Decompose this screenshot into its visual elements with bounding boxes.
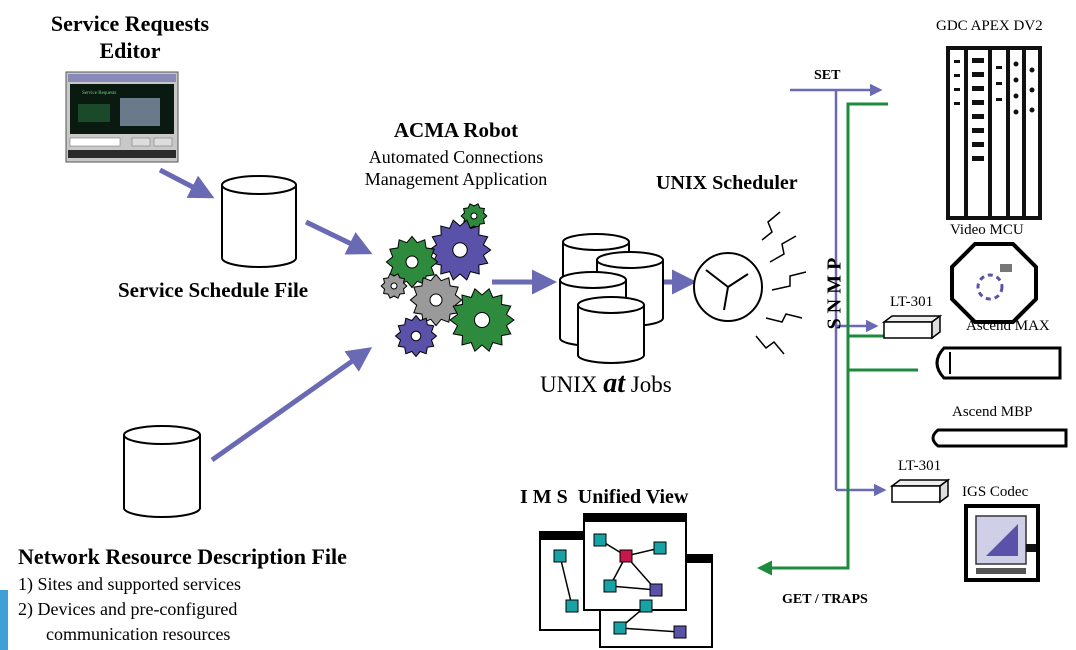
unix-scheduler-label: UNIX Scheduler: [656, 172, 798, 194]
unix-jobs-post: Jobs: [625, 372, 672, 397]
snmp-label: S N M P: [823, 257, 846, 330]
ascend-mbp-unit: [931, 428, 1068, 448]
svg-text:Service Requests: Service Requests: [82, 91, 116, 96]
acma-gears: [380, 203, 515, 358]
unix-scheduler-clock: [693, 211, 807, 355]
ims-unified-view-windows: [539, 513, 713, 648]
service-requests-title: Service Requests Editor: [20, 10, 240, 64]
gear-purple-bottom-hub: [410, 330, 422, 342]
igs-codec-unit: [964, 504, 1040, 582]
unix-jobs-at: at: [603, 368, 626, 399]
service-requests-title-line1: Service Requests: [50, 11, 210, 36]
network-resource-item2-line2: communication resources: [46, 624, 231, 644]
video-mcu-label: Video MCU: [950, 222, 1024, 238]
acma-title: ACMA Robot: [393, 118, 519, 142]
video-mcu-octagon: [950, 242, 1038, 324]
gear-gray-small-hub: [390, 282, 398, 290]
unix-jobs-label: UNIX at Jobs: [540, 368, 672, 400]
network-resource-title: Network Resource Description File: [18, 544, 347, 569]
network-resource-cylinder: [123, 425, 201, 518]
lt301-b-label: LT-301: [898, 458, 942, 474]
gear-green-right-hub: [474, 312, 490, 328]
unix-jobs-cylinders: [559, 233, 664, 364]
lt301-box-b: [889, 478, 951, 504]
service-schedule-label: Service Schedule File: [118, 278, 309, 302]
ims-title: I M S Unified View: [520, 486, 689, 508]
left-accent-bar: [0, 590, 8, 650]
set-label: SET: [814, 68, 841, 83]
gear-small-top-hub: [470, 212, 478, 220]
igs-codec-label: IGS Codec: [962, 484, 1029, 500]
acma-subtitle-line2: Management Application: [364, 169, 548, 189]
ascend-max-unit: [935, 346, 1062, 380]
network-resource-item1: 1) Sites and supported services: [18, 574, 241, 594]
ascend-max-label: Ascend MAX: [966, 318, 1050, 334]
ascend-mbp-label: Ascend MBP: [952, 404, 1033, 420]
gear-green-left-hub: [405, 255, 419, 269]
gear-gray-center-hub: [429, 293, 443, 307]
network-resource-item2-line1: 2) Devices and pre-configured: [18, 599, 238, 619]
unix-jobs-pre: UNIX: [540, 372, 604, 397]
arrow-schedule-to-acma: [304, 219, 373, 255]
service-schedule-cylinder: [221, 175, 297, 268]
acma-subtitle: Automated Connections Management Applica…: [326, 146, 586, 190]
lt301-box-a: [881, 314, 943, 340]
gdc-apex-rack: [946, 46, 1042, 220]
arrow-editor-to-schedule: [158, 167, 215, 199]
acma-subtitle-line1: Automated Connections: [368, 147, 544, 167]
service-requests-editor-thumbnail: Service Requests: [65, 71, 179, 163]
arrow-network-to-acma: [210, 347, 373, 463]
gdc-apex-label: GDC APEX DV2: [936, 18, 1043, 34]
lt301-a-label: LT-301: [890, 294, 934, 310]
gear-purple-top-hub: [452, 242, 468, 258]
service-requests-title-line2: Editor: [99, 38, 161, 63]
get-traps-label: GET / TRAPS: [782, 592, 868, 607]
